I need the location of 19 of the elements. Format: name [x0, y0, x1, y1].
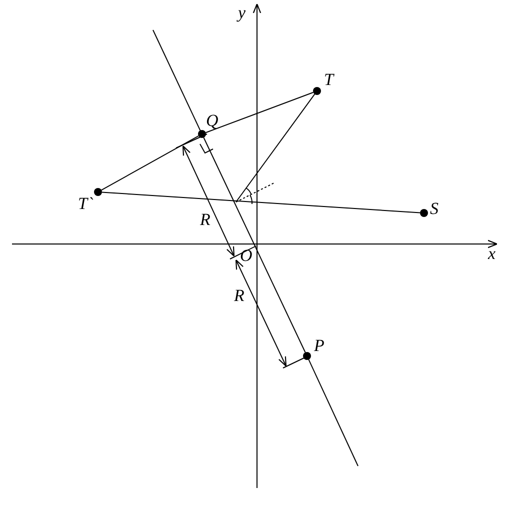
- point-label: T`: [78, 195, 94, 212]
- line-segment: [101, 135, 199, 191]
- axis-label: y: [238, 4, 246, 21]
- point-dot: [198, 130, 206, 138]
- point-label: T: [324, 71, 334, 88]
- point-label: P: [314, 337, 324, 354]
- point-dot: [313, 87, 321, 95]
- point-dot: [303, 352, 311, 360]
- line-segment: [205, 92, 314, 134]
- dimension-label: R: [200, 211, 210, 228]
- line-segment: [236, 94, 316, 202]
- dimension-label: R: [234, 287, 244, 304]
- point-label: Q: [206, 112, 218, 129]
- axis-label: x: [488, 245, 496, 262]
- line-segment: [102, 192, 420, 214]
- line-segment: [203, 137, 306, 353]
- point-dot: [420, 209, 428, 217]
- point-dot: [94, 188, 102, 196]
- point-label: S: [430, 200, 438, 217]
